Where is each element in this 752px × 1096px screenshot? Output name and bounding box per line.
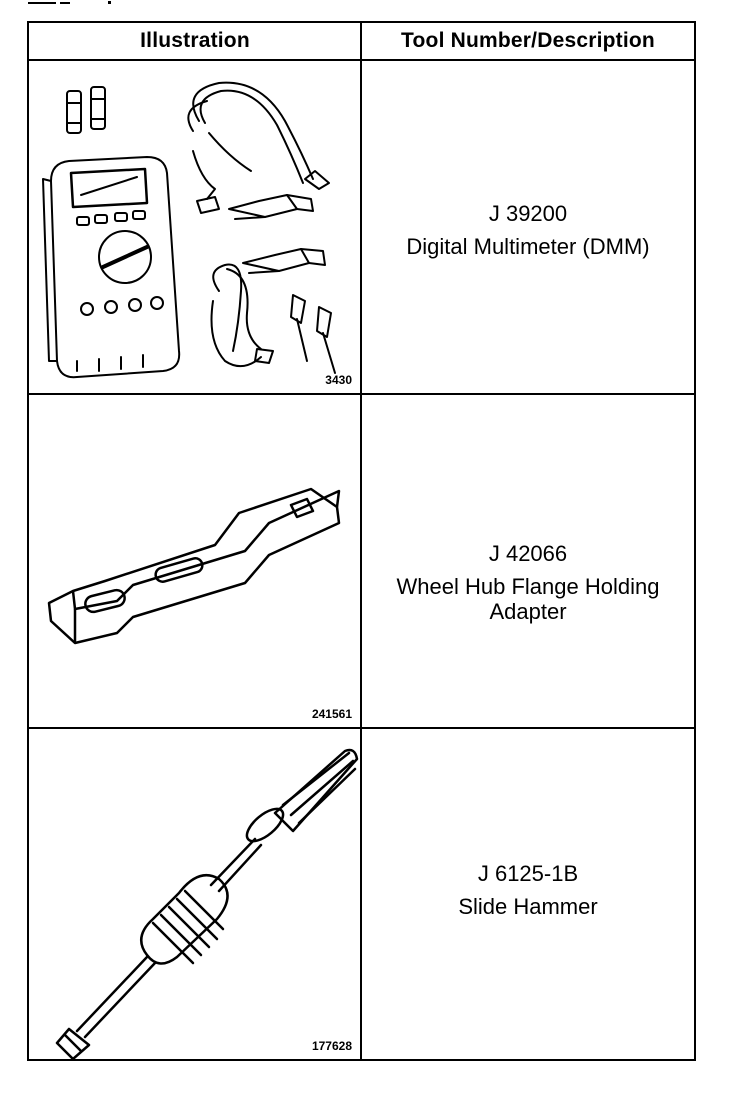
header-tool-description: Tool Number/Description [401, 29, 655, 52]
tool-description: Slide Hammer [458, 894, 598, 919]
table-row: 177628 J 6125-1B Slide Hammer [29, 729, 694, 1059]
illustration-cell: 3430 [29, 61, 360, 393]
tool-table: Illustration Tool Number/Description [27, 21, 696, 1061]
tool-description-cell: J 42066 Wheel Hub Flange Holding Adapter [362, 541, 694, 624]
tool-description: Wheel Hub Flange Holding Adapter [396, 574, 660, 624]
figure-number: 3430 [325, 373, 352, 387]
illustration-cell: 241561 [29, 395, 360, 727]
tool-number: J 39200 [488, 201, 568, 226]
figure-number: 241561 [311, 707, 352, 721]
tool-description: Digital Multimeter (DMM) [406, 234, 650, 259]
illustration-cell: 177628 [29, 729, 360, 1059]
header-illustration: Illustration [140, 29, 250, 52]
table-header: Illustration Tool Number/Description [29, 23, 694, 61]
slide-hammer-illustration [55, 748, 359, 1059]
figure-number: 177628 [311, 1039, 352, 1053]
tool-number: J 42066 [488, 541, 568, 566]
tool-description-cell: J 6125-1B Slide Hammer [362, 861, 694, 919]
flange-adapter-illustration [47, 487, 341, 645]
table-row: 3430 J 39200 Digital Multimeter (DMM) [29, 61, 694, 395]
column-divider [360, 23, 362, 1059]
table-row: 241561 J 42066 Wheel Hub Flange Holding … [29, 395, 694, 729]
corner-mark [28, 1, 111, 4]
tool-number: J 6125-1B [477, 861, 579, 886]
multimeter-illustration [42, 81, 336, 379]
tool-description-cell: J 39200 Digital Multimeter (DMM) [362, 201, 694, 259]
